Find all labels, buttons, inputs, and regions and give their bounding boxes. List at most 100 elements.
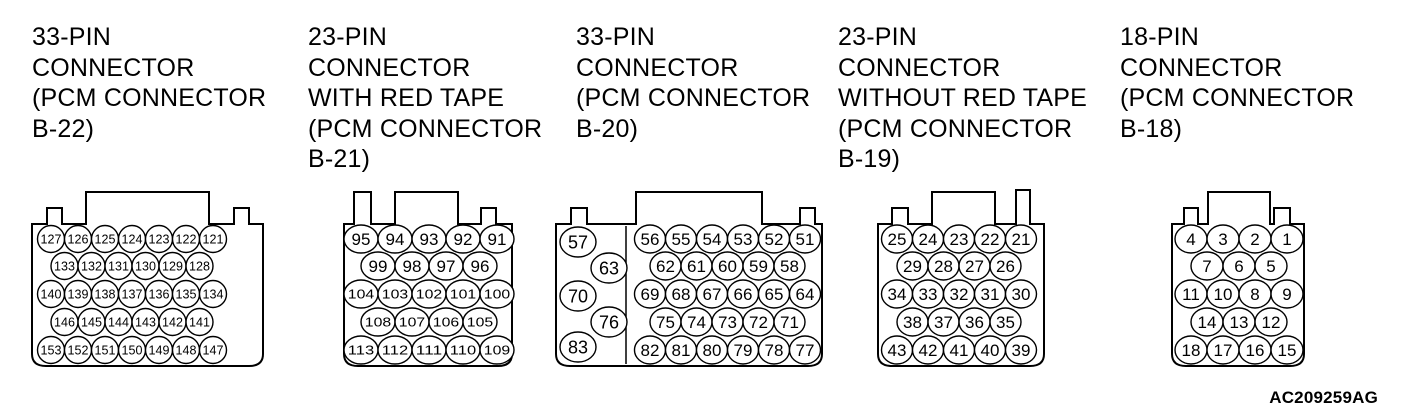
pin-72: 72 — [742, 307, 775, 337]
pin-circle — [1270, 224, 1304, 254]
pin-label: 76 — [599, 312, 619, 332]
pin-122: 122 — [171, 224, 201, 254]
pin-label: 13 — [1230, 313, 1249, 332]
caption-line: 33-PIN — [32, 23, 112, 51]
pin-label: 136 — [149, 287, 170, 302]
pin-37: 37 — [927, 307, 960, 337]
connector-caption-b22: 33-PIN CONNECTOR (PCM CONNECTOR B-22) — [32, 22, 266, 144]
pin-label: 82 — [641, 341, 660, 360]
pin-16: 16 — [1238, 335, 1272, 365]
pin-label: 56 — [641, 230, 660, 249]
pin-label: 54 — [703, 230, 722, 249]
pin-circle — [1004, 335, 1038, 365]
pin-label: 17 — [1214, 341, 1233, 360]
pin-127: 127 — [36, 224, 66, 254]
pin-label: 24 — [919, 230, 938, 249]
pin-label: 78 — [765, 341, 784, 360]
pin-label: 41 — [950, 341, 969, 360]
pin-label: 23 — [950, 230, 969, 249]
pin-label: 150 — [122, 343, 143, 358]
pin-144: 144 — [104, 307, 133, 337]
pin-label: 6 — [1234, 257, 1243, 276]
pin-label: 11 — [1182, 285, 1200, 304]
pin-label: 5 — [1266, 257, 1275, 276]
pin-4: 4 — [1174, 224, 1208, 254]
pin-label: 61 — [687, 257, 706, 276]
pin-59: 59 — [742, 251, 775, 281]
pin-133: 133 — [50, 251, 79, 281]
pin-106: 106 — [428, 307, 464, 337]
pin-68: 68 — [664, 279, 698, 309]
pin-circle — [773, 307, 806, 337]
pin-label: 128 — [189, 259, 210, 274]
pin-circle — [479, 335, 515, 365]
pin-123: 123 — [144, 224, 174, 254]
pin-76: 76 — [590, 306, 628, 338]
pin-label: 146 — [54, 315, 75, 330]
pin-17: 17 — [1206, 335, 1240, 365]
pin-label: 12 — [1262, 313, 1281, 332]
pin-label: 71 — [780, 313, 799, 332]
caption-line: (PCM CONNECTOR — [1120, 84, 1355, 112]
pin-label: 26 — [996, 257, 1015, 276]
pin-label: 2 — [1250, 230, 1259, 249]
pin-label: 25 — [888, 230, 907, 249]
pin-label: 37 — [934, 313, 953, 332]
pin-label: 65 — [765, 285, 784, 304]
pin-circle — [185, 307, 214, 337]
pin-112: 112 — [377, 335, 413, 365]
pin-label: 67 — [703, 285, 722, 304]
pin-label: 83 — [568, 337, 588, 357]
pin-51: 51 — [788, 224, 822, 254]
pin-30: 30 — [1004, 279, 1038, 309]
pin-60: 60 — [711, 251, 744, 281]
connector-caption-b21: 23-PIN CONNECTOR WITH RED TAPE (PCM CONN… — [308, 22, 542, 175]
pin-label: 95 — [352, 230, 371, 249]
pin-label: 62 — [656, 257, 675, 276]
pin-label: 81 — [672, 341, 691, 360]
pin-74: 74 — [680, 307, 713, 337]
pin-73: 73 — [711, 307, 744, 337]
pin-circle — [198, 335, 228, 365]
caption-line: CONNECTOR — [838, 53, 1001, 82]
pin-label: 31 — [981, 285, 1000, 304]
caption-line: CONNECTOR — [32, 53, 195, 82]
pin-label: 35 — [996, 313, 1015, 332]
pin-label: 109 — [484, 343, 510, 358]
pin-78: 78 — [757, 335, 791, 365]
pin-137: 137 — [117, 279, 147, 309]
caption-line: (PCM CONNECTOR — [32, 84, 267, 112]
pin-label: 59 — [749, 257, 768, 276]
pin-label: 39 — [1012, 341, 1031, 360]
pin-92: 92 — [445, 224, 481, 254]
pin-label: 126 — [68, 232, 89, 247]
connector-housing — [1171, 191, 1305, 367]
pin-label: 28 — [934, 257, 953, 276]
pin-label: 141 — [189, 315, 210, 330]
pin-circle — [559, 280, 597, 312]
pin-35: 35 — [989, 307, 1022, 337]
pin-75: 75 — [649, 307, 682, 337]
pin-56: 56 — [633, 224, 667, 254]
pin-circle — [989, 251, 1022, 281]
pin-label: 7 — [1202, 257, 1211, 276]
pin-label: 63 — [599, 258, 619, 278]
pin-103: 103 — [377, 279, 413, 309]
pin-label: 55 — [672, 230, 691, 249]
pin-label: 153 — [41, 343, 62, 358]
pin-140: 140 — [36, 279, 66, 309]
pin-104: 104 — [343, 279, 379, 309]
pin-label: 34 — [888, 285, 907, 304]
caption-line: 33-PIN — [576, 23, 656, 51]
pin-95: 95 — [343, 224, 379, 254]
pin-label: 8 — [1250, 285, 1259, 304]
caption-line: B-20) — [576, 114, 639, 143]
pin-circle — [989, 307, 1022, 337]
pin-label: 98 — [403, 257, 422, 276]
pin-57: 57 — [559, 226, 597, 258]
pin-31: 31 — [973, 279, 1007, 309]
pin-52: 52 — [757, 224, 791, 254]
pin-108: 108 — [360, 307, 396, 337]
pin-label: 22 — [981, 230, 1000, 249]
